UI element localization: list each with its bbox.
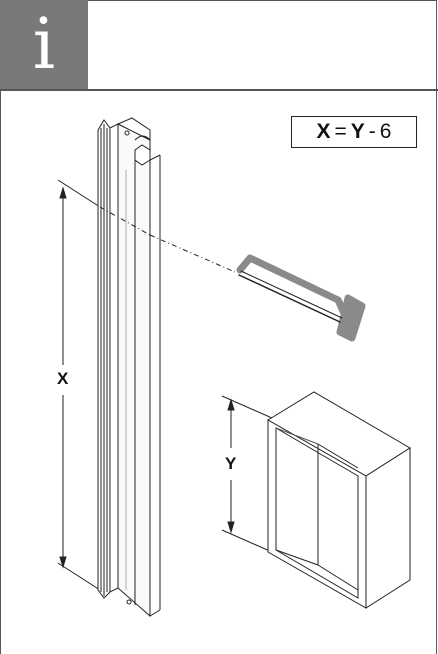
x-dimension-label: X	[55, 369, 71, 389]
x-dimension	[57, 179, 101, 591]
header-divider	[0, 89, 438, 91]
formula-box: X = Y - 6	[291, 116, 417, 148]
hacksaw-icon	[236, 254, 366, 342]
info-glyph: i	[32, 3, 56, 85]
formula-minus: -	[368, 120, 376, 143]
cut-line	[99, 206, 236, 273]
header-blank-area	[88, 0, 437, 89]
info-icon: i	[0, 0, 88, 89]
formula-x: X	[316, 120, 331, 143]
y-dimension	[221, 395, 273, 553]
y-dimension-label: Y	[223, 454, 239, 474]
formula-y: Y	[350, 120, 365, 143]
aluminium-profile-icon	[97, 117, 161, 618]
formula-value: 6	[379, 120, 392, 143]
panel-left-border	[0, 90, 1, 654]
cabinet-box-icon	[267, 391, 411, 609]
info-header: i	[0, 0, 437, 90]
formula-equals: =	[334, 120, 347, 143]
panel-right-border	[436, 90, 437, 654]
